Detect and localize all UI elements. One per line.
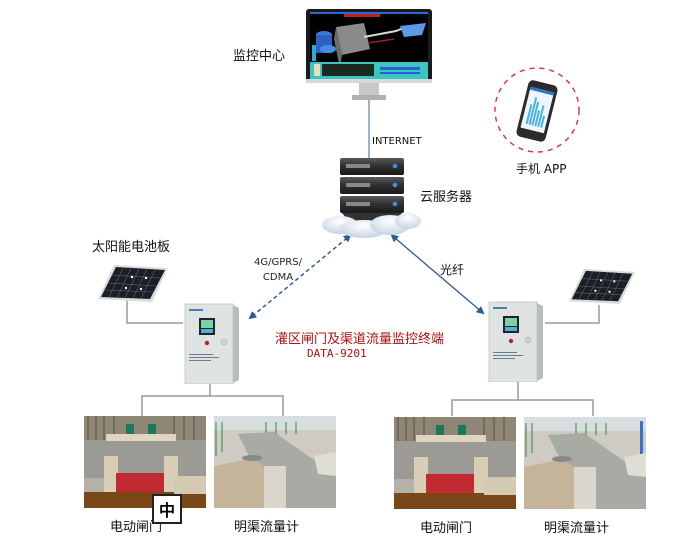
- gate-photo-2: [394, 417, 516, 509]
- right-site-connector-b: [518, 399, 594, 416]
- terminal-cabinet-left: [183, 302, 243, 384]
- gate-label-1: 电动闸门: [110, 520, 163, 535]
- left-site-connector: [141, 384, 211, 416]
- cloud-server-label: 云服务器: [420, 190, 473, 205]
- app-dashed-circle: [494, 67, 580, 153]
- left-site-connector-b: [210, 395, 284, 416]
- monitor-center-label: 监控中心: [233, 49, 286, 64]
- gate-label-2: 电动闸门: [420, 521, 473, 536]
- fiber-link-line: [390, 234, 485, 315]
- flowmeter-label-2: 明渠流量计: [544, 521, 610, 536]
- phone-icon: [510, 80, 564, 142]
- monitor-icon: [306, 9, 432, 101]
- terminal-model: DATA-9201: [307, 347, 367, 360]
- ime-indicator[interactable]: 中: [152, 494, 182, 524]
- gate-photo-1: [84, 416, 206, 508]
- wireless-link-label-line1: 4G/GPRS/: [254, 257, 302, 268]
- mobile-app-label: 手机 APP: [516, 162, 567, 176]
- fiber-link-label: 光纤: [440, 263, 465, 277]
- solar-panel-left: [96, 264, 170, 304]
- solar-panel-label: 太阳能电池板: [92, 240, 171, 255]
- terminal-cabinet-right: [486, 300, 548, 382]
- right-solar-connector: [545, 305, 600, 324]
- internet-label: INTERNET: [372, 136, 422, 147]
- right-site-connector: [451, 380, 519, 416]
- wireless-link-label: 4G/GPRS/ CDMA: [250, 255, 306, 285]
- cloud-server-icon: [320, 155, 426, 239]
- solar-panel-right: [567, 268, 637, 306]
- flowmeter-photo-1: [214, 416, 336, 508]
- flowmeter-photo-2: [524, 417, 646, 509]
- flowmeter-label-1: 明渠流量计: [234, 520, 300, 535]
- wireless-link-label-line2: CDMA: [262, 272, 294, 283]
- terminal-title: 灌区闸门及渠道流量监控终端: [275, 332, 445, 347]
- left-solar-connector: [126, 300, 183, 324]
